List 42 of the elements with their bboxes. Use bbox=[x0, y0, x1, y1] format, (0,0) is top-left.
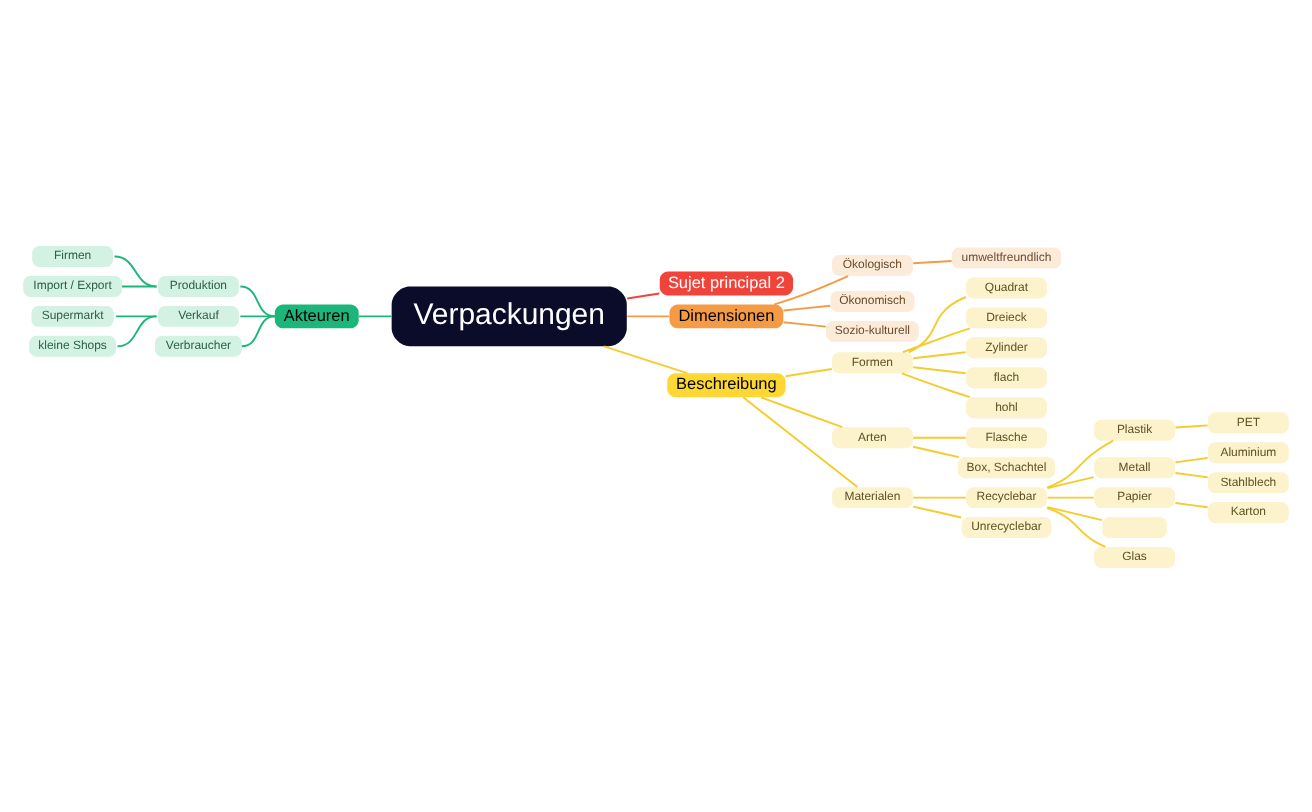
node-box: Verpackungen bbox=[391, 285, 627, 346]
connector bbox=[1174, 456, 1209, 463]
connector bbox=[1046, 438, 1115, 488]
connector bbox=[115, 314, 158, 317]
node-box: Akteuren bbox=[274, 303, 359, 328]
connector bbox=[912, 495, 967, 498]
connector bbox=[901, 326, 971, 353]
node-box: Sujet principal 2 bbox=[659, 270, 794, 295]
connector bbox=[239, 314, 276, 317]
connector bbox=[121, 284, 158, 287]
node-box: Beschreibung bbox=[667, 372, 786, 397]
connector bbox=[1174, 500, 1209, 508]
connector bbox=[1046, 505, 1104, 521]
connector bbox=[116, 314, 158, 347]
connector bbox=[907, 295, 967, 353]
connector bbox=[1174, 471, 1209, 478]
connector bbox=[784, 367, 833, 377]
node-box: Dimensionen bbox=[669, 303, 784, 328]
connector bbox=[1046, 475, 1095, 489]
connector bbox=[603, 344, 689, 374]
connector bbox=[912, 259, 953, 264]
connector bbox=[773, 274, 850, 305]
connector bbox=[912, 365, 967, 374]
connector bbox=[782, 303, 832, 311]
node-box bbox=[1102, 516, 1167, 538]
connector bbox=[912, 435, 967, 438]
connector bbox=[900, 371, 971, 398]
connector bbox=[357, 314, 393, 317]
connector bbox=[742, 395, 859, 487]
connector bbox=[1046, 495, 1095, 498]
connector bbox=[912, 350, 967, 359]
connector bbox=[113, 254, 158, 287]
connector bbox=[1046, 505, 1107, 547]
connector bbox=[782, 320, 827, 327]
connector bbox=[912, 444, 960, 458]
connector bbox=[240, 314, 276, 347]
connector bbox=[626, 291, 661, 299]
connector bbox=[1174, 423, 1209, 428]
connector bbox=[760, 395, 844, 428]
connector bbox=[626, 314, 670, 317]
connector bbox=[239, 284, 276, 317]
connector bbox=[912, 504, 963, 518]
